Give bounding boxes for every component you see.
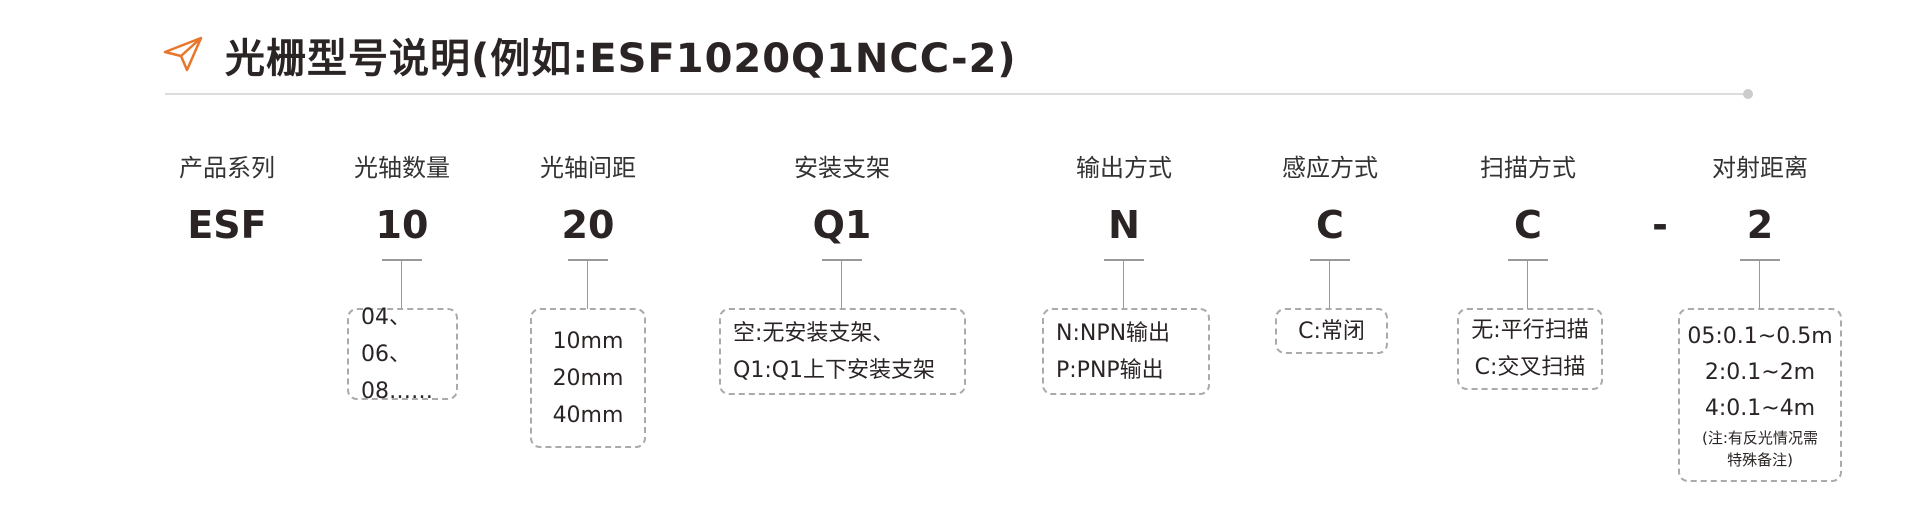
code-sensing: C xyxy=(1316,203,1344,247)
connector xyxy=(1740,259,1780,309)
option: 空:无安装支架、 xyxy=(733,320,895,346)
options-axis-pitch: 10mm 20mm 40mm xyxy=(530,308,646,448)
connector xyxy=(1310,259,1350,309)
note: (注:有反光情况需 xyxy=(1702,429,1818,447)
connector xyxy=(1508,259,1548,309)
label-scan: 扫描方式 xyxy=(1480,154,1576,182)
option: 05:0.1~0.5m xyxy=(1687,324,1833,349)
option: Q1:Q1上下安装支架 xyxy=(733,357,936,383)
option: C:交叉扫描 xyxy=(1474,355,1586,380)
code-distance: 2 xyxy=(1746,203,1774,247)
label-series: 产品系列 xyxy=(179,154,275,182)
label-distance: 对射距离 xyxy=(1712,154,1808,182)
options-output: N:NPN输出 P:PNP输出 xyxy=(1042,308,1210,395)
code-axis-pitch: 20 xyxy=(561,203,615,247)
option: 4:0.1~4m xyxy=(1704,396,1816,421)
options-scan: 无:平行扫描 C:交叉扫描 xyxy=(1457,308,1603,390)
code-separator: - xyxy=(1652,203,1668,247)
option: 04、06、 xyxy=(361,304,411,367)
option: 2:0.1~2m xyxy=(1704,360,1816,385)
label-bracket: 安装支架 xyxy=(794,154,890,182)
paper-plane-icon xyxy=(163,36,203,72)
option: C:常闭 xyxy=(1298,318,1365,344)
option: P:PNP输出 xyxy=(1056,357,1164,383)
options-axis-count: 04、06、 08…… xyxy=(347,305,458,404)
connector xyxy=(382,259,422,309)
option: 无:平行扫描 xyxy=(1471,318,1589,343)
label-sensing: 感应方式 xyxy=(1282,154,1378,182)
option: 20mm xyxy=(552,365,624,391)
options-distance: 05:0.1~0.5m 2:0.1~2m 4:0.1~4m (注:有反光情况需 … xyxy=(1678,308,1842,482)
label-axis-count: 光轴数量 xyxy=(354,154,450,182)
connector xyxy=(1104,259,1144,309)
connector xyxy=(822,259,862,309)
options-bracket: 空:无安装支架、 Q1:Q1上下安装支架 xyxy=(719,308,966,395)
code-series: ESF xyxy=(187,203,267,247)
option: N:NPN输出 xyxy=(1056,320,1171,346)
options-sensing: C:常闭 xyxy=(1275,308,1388,354)
connector xyxy=(568,259,608,309)
label-axis-pitch: 光轴间距 xyxy=(540,154,636,182)
page-title: 光栅型号说明(例如:ESF1020Q1NCC-2) xyxy=(225,36,1017,82)
label-output: 输出方式 xyxy=(1076,154,1172,182)
divider-end-dot xyxy=(1743,89,1753,99)
option: 10mm xyxy=(552,328,624,354)
divider xyxy=(165,93,1747,95)
code-axis-count: 10 xyxy=(375,203,429,247)
code-bracket: Q1 xyxy=(812,203,872,247)
option: 40mm xyxy=(552,402,624,428)
note: 特殊备注) xyxy=(1727,451,1793,469)
code-scan: C xyxy=(1514,203,1542,247)
option: 08…… xyxy=(361,378,433,404)
code-output: N xyxy=(1108,203,1140,247)
